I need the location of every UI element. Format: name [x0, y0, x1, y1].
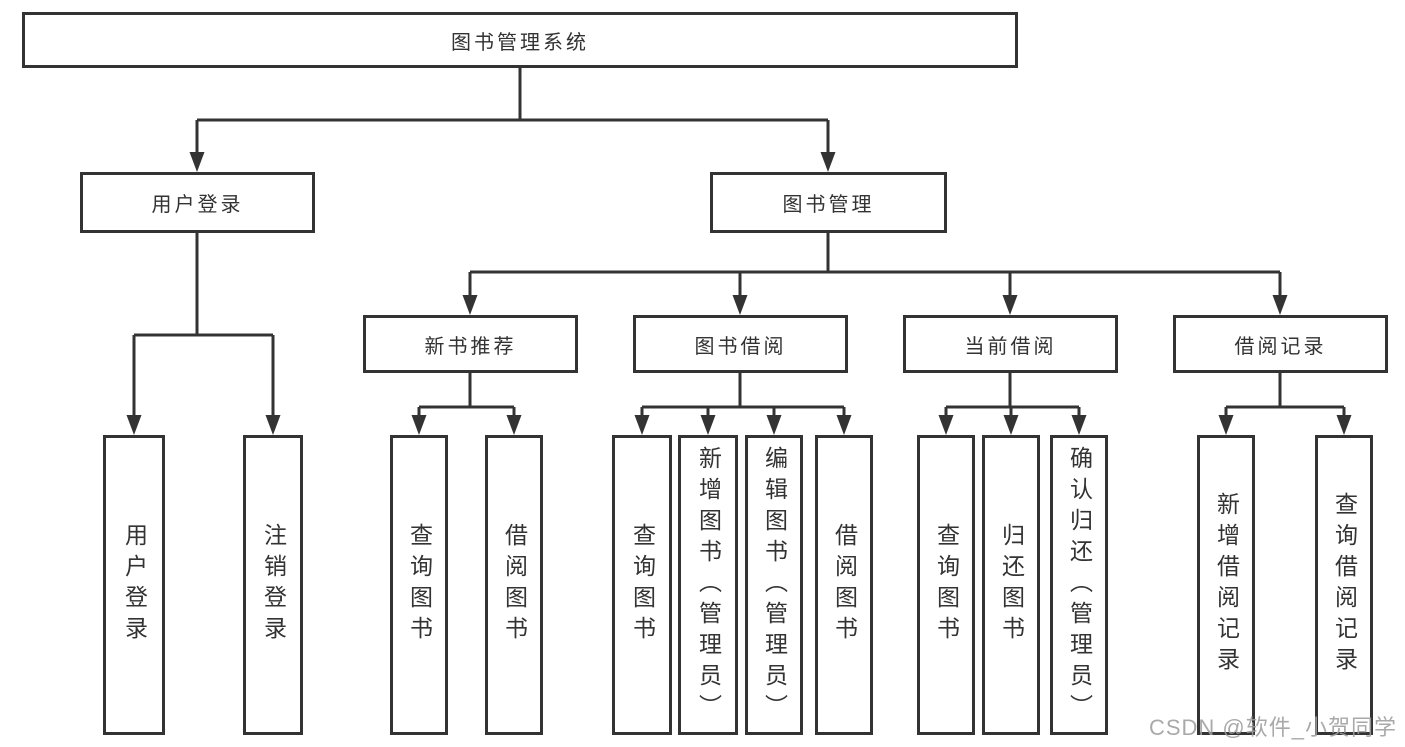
leaf-label: 查询图书	[406, 523, 433, 647]
leaf-label: 归还图书	[998, 523, 1025, 647]
node-label: 新书推荐	[424, 335, 517, 358]
node-book-borrow: 图书借阅	[633, 315, 848, 373]
leaf-return-book: 归还图书	[982, 435, 1040, 735]
arrowheads-level3	[462, 295, 1288, 315]
leaf-edit-book-admin: 编辑图书（管理员）	[745, 435, 803, 735]
leaf-query-books-current: 查询图书	[917, 435, 975, 735]
connector-book-management-to-level3	[468, 233, 1282, 299]
leaf-label: 编辑图书（管理员）	[761, 445, 788, 725]
leaf-logout: 注销登录	[243, 435, 303, 735]
leaf-label: 查询图书	[933, 523, 960, 647]
node-current-borrow: 当前借阅	[903, 315, 1118, 373]
node-label: 当前借阅	[964, 335, 1057, 358]
leaf-label: 查询图书	[629, 523, 656, 647]
connector-new-book-recommend-to-leaves	[417, 373, 516, 419]
leaf-query-books-borrow: 查询图书	[612, 435, 672, 735]
leaf-label: 新增图书（管理员）	[695, 445, 722, 725]
leaf-borrow-books: 借阅图书	[815, 435, 873, 735]
arrowheads-level2	[189, 152, 836, 172]
node-label: 图书借阅	[694, 335, 787, 358]
connector-root-to-level2	[195, 68, 830, 156]
connector-book-borrow-to-leaves	[640, 373, 846, 419]
node-new-book-recommend: 新书推荐	[363, 315, 578, 373]
arrowheads-user-login-leaves	[126, 415, 281, 435]
leaf-user-login: 用户登录	[103, 435, 165, 735]
node-book-management: 图书管理	[710, 172, 947, 233]
arrowheads-current-borrow-leaves	[938, 415, 1087, 435]
connector-current-borrow-to-leaves	[944, 373, 1081, 419]
connector-user-login-to-leaves	[132, 233, 275, 419]
leaf-label: 确认归还（管理员）	[1066, 445, 1093, 725]
leaf-label: 借阅图书	[831, 523, 858, 647]
connector-borrow-records-to-leaves	[1224, 373, 1346, 419]
leaf-query-borrow-record: 查询借阅记录	[1315, 435, 1373, 735]
leaf-label: 借阅图书	[501, 523, 528, 647]
leaf-borrow-books-recommend: 借阅图书	[485, 435, 543, 735]
node-user-login: 用户登录	[80, 172, 315, 233]
leaf-add-borrow-record: 新增借阅记录	[1197, 435, 1255, 735]
node-label: 图书管理系统	[451, 31, 589, 54]
node-library-management-system: 图书管理系统	[22, 12, 1018, 68]
arrowheads-borrow-records-leaves	[1218, 415, 1352, 435]
leaf-query-books-recommend: 查询图书	[390, 435, 448, 735]
leaf-label: 用户登录	[121, 523, 148, 647]
node-borrow-records: 借阅记录	[1173, 315, 1388, 373]
leaf-add-book-admin: 新增图书（管理员）	[678, 435, 738, 735]
arrowheads-new-book-recommend-leaves	[411, 415, 522, 435]
leaf-label: 注销登录	[260, 523, 287, 647]
leaf-label: 新增借阅记录	[1213, 492, 1240, 678]
node-label: 借阅记录	[1234, 335, 1327, 358]
arrowheads-book-borrow-leaves	[634, 415, 852, 435]
csdn-watermark: CSDN @软件_小贺同学	[1148, 715, 1397, 740]
leaf-label: 查询借阅记录	[1331, 492, 1358, 678]
leaf-confirm-return-admin: 确认归还（管理员）	[1050, 435, 1108, 735]
node-label: 用户登录	[151, 194, 244, 216]
node-label: 图书管理	[782, 194, 875, 216]
